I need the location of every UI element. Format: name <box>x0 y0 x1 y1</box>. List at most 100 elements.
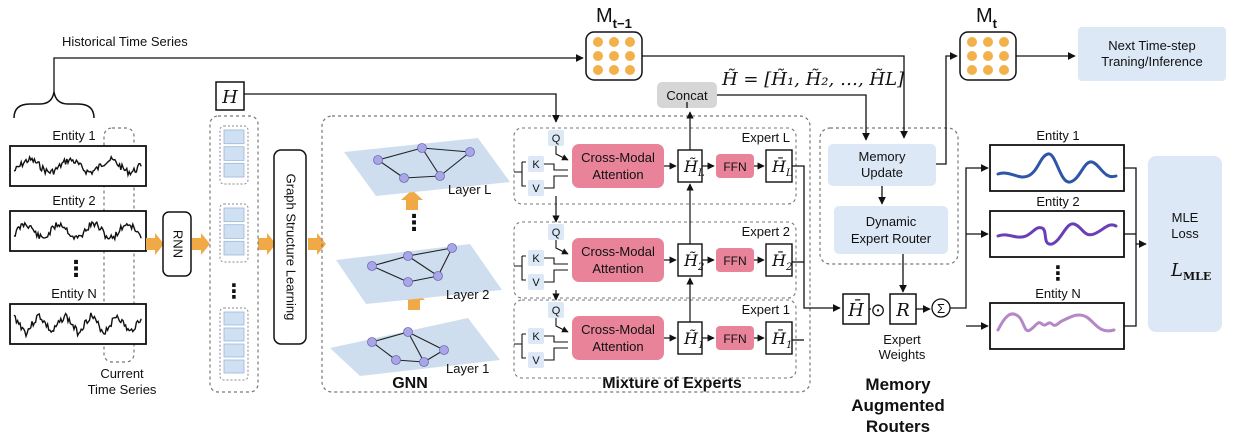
gnn-ellipsis: ⋮ <box>403 210 425 235</box>
graph-edge <box>407 247 453 257</box>
graph-node <box>403 277 413 287</box>
bar-h-symbol: H̄L <box>771 155 793 179</box>
memory-dot <box>609 51 619 61</box>
memory-update-line2: Update <box>861 165 903 180</box>
ffn-box <box>716 248 754 272</box>
expert-weights-line2: Weights <box>879 347 926 362</box>
dynamic-router-line2: Expert Router <box>851 231 932 246</box>
mle-loss-box <box>1148 156 1222 332</box>
qkv-v-label: V <box>532 277 540 289</box>
memory-dot <box>593 65 603 75</box>
qkv-connector <box>544 240 568 283</box>
qkv-box <box>528 180 544 196</box>
cross-modal-attention-box <box>572 238 664 282</box>
memory-dot <box>983 65 993 75</box>
graph-edge <box>371 341 397 361</box>
gnn-plane-1 <box>330 318 500 376</box>
graph-node <box>367 261 377 271</box>
qkv-connector <box>544 146 568 189</box>
connectors <box>53 52 1147 341</box>
output-wave-1 <box>996 152 1118 184</box>
graph-node <box>417 143 427 153</box>
qkv-k-label: K <box>532 331 540 343</box>
qkv-v-label: V <box>532 183 540 195</box>
input-wave-n <box>13 312 142 339</box>
flow-chevron <box>308 233 326 255</box>
gnn-moe-container <box>321 115 811 393</box>
attention-label-line2: Attention <box>592 339 643 354</box>
historical-brace <box>13 91 95 119</box>
next-step-line1: Next Time-step <box>1108 38 1195 53</box>
graph-node <box>373 155 383 165</box>
graph-edge <box>407 331 425 363</box>
output-wave-n <box>996 312 1116 333</box>
historical-series-label: Historical Time Series <box>62 34 188 49</box>
qkv-k-label: K <box>532 253 540 265</box>
output-wave-2 <box>996 222 1118 246</box>
bar-h-symbol: H̄1 <box>771 327 792 351</box>
graph-learning-box <box>273 149 307 345</box>
qkv-connector <box>544 318 568 361</box>
memory-dot <box>609 37 619 47</box>
graph-node <box>367 337 377 347</box>
qkv-box <box>548 224 564 240</box>
graph-edge <box>377 147 423 161</box>
moe-title: Mixture of Experts <box>602 375 742 392</box>
memory-dot <box>999 37 1009 47</box>
odot-symbol: ⊙ <box>870 300 885 320</box>
graph-edge <box>407 255 439 277</box>
input-wave-1 <box>13 154 142 178</box>
memory-router-container <box>819 127 959 265</box>
hidden-cell <box>223 207 245 223</box>
gnn-plane-2 <box>336 244 502 304</box>
hidden-ellipsis: ⋮ <box>224 281 244 303</box>
attention-label-line1: Cross-Modal <box>581 322 655 337</box>
qkv-box <box>528 250 544 266</box>
output-entity-2-label: Entity 2 <box>1036 194 1079 209</box>
tilde-h-symbol: H̃L <box>683 157 705 179</box>
qkv-box <box>548 130 564 146</box>
ffn-label: FFN <box>723 254 746 268</box>
graph-node <box>433 271 443 281</box>
cross-modal-attention-box <box>572 144 664 188</box>
graph-node <box>465 147 475 157</box>
qkv-box <box>528 274 544 290</box>
bar-h-symbol: H̄2 <box>771 249 792 273</box>
memory-dot <box>999 51 1009 61</box>
bar-h-box <box>765 243 793 277</box>
layer-2-label: Layer 2 <box>446 287 489 302</box>
mle-loss-line2: Loss <box>1171 226 1199 241</box>
h-symbol: H <box>221 87 238 108</box>
kv-bracket <box>514 255 526 281</box>
expert-name: Expert L <box>742 130 790 145</box>
expert-vertical-connectors <box>552 111 694 322</box>
graph-edge <box>439 151 471 177</box>
kv-bracket <box>514 161 526 187</box>
dynamic-router-line1: Dynamic <box>866 214 917 229</box>
hidden-state-column <box>209 115 259 393</box>
ffn-box <box>716 326 754 350</box>
memory-dot <box>593 51 603 61</box>
graph-node <box>403 327 413 337</box>
ffn-label: FFN <box>723 332 746 346</box>
memory-dot <box>593 37 603 47</box>
output-entity-n-label: Entity N <box>1035 286 1081 301</box>
gnn-graphs <box>367 143 475 367</box>
current-series-label-line1: Current <box>100 366 144 381</box>
memory-dot <box>983 37 993 47</box>
memory-dot <box>609 65 619 75</box>
expert-weights-line1: Expert <box>883 332 921 347</box>
qkv-v-label: V <box>532 355 540 367</box>
graph-edge <box>407 331 445 351</box>
cross-modal-attention-box <box>572 316 664 360</box>
hidden-cell <box>223 327 245 342</box>
input-entity-2-label: Entity 2 <box>52 193 95 208</box>
attention-label-line1: Cross-Modal <box>581 150 655 165</box>
expert-name: Expert 2 <box>742 224 790 239</box>
hidden-cells <box>223 129 245 374</box>
next-step-box <box>1078 27 1226 81</box>
